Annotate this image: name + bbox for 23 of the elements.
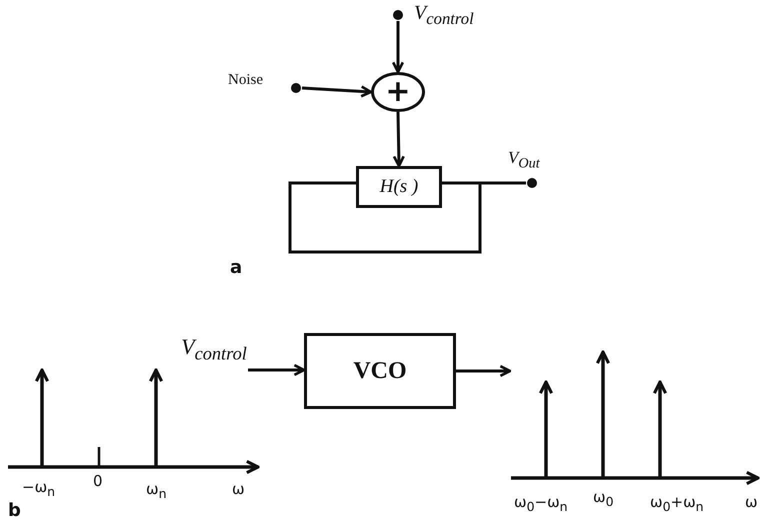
arrow xyxy=(302,85,372,98)
arrow xyxy=(248,364,306,376)
signal-label: Noise xyxy=(228,72,263,89)
axis-tick-label: ω xyxy=(232,480,245,498)
vco-block: VCO xyxy=(304,333,456,409)
axis-tick-label: 0 xyxy=(93,472,103,490)
summing-junction: + xyxy=(371,72,425,112)
axis-tick-label: ω$_{0}$−ω$_{n}$ xyxy=(514,493,568,514)
voltage-label: V$_{Out}$ xyxy=(508,148,540,172)
voltage-label: V$_{control}$ xyxy=(414,2,474,29)
arrow xyxy=(392,21,404,74)
signal-label: V$_{control}$ xyxy=(178,334,250,370)
axis-tick-label: ω$_{0}$ xyxy=(593,488,614,509)
panel-label: b xyxy=(8,500,21,521)
axis-tick-label: −ω$_{n}$ xyxy=(22,478,56,499)
connector xyxy=(288,182,482,254)
arrow xyxy=(456,364,512,378)
axis-tick-label: ω$_{0}$+ω$_{n}$ xyxy=(650,493,704,514)
axis-tick-label: ω$_{n}$ xyxy=(146,480,166,501)
transfer-function-block: H(s ) xyxy=(356,166,442,208)
panel-label: a xyxy=(230,257,242,278)
arrow xyxy=(392,112,405,168)
axis-tick-label: ω xyxy=(745,493,758,511)
